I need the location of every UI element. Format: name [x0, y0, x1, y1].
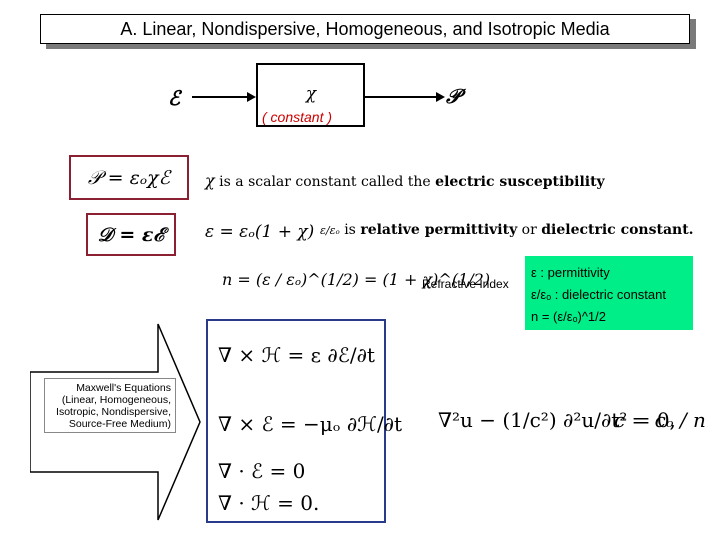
relative-note-term1: relative permittivity [360, 222, 518, 238]
input-field-symbol: ℰ [168, 88, 181, 110]
susceptibility-symbol: χ [305, 84, 317, 104]
displacement-formula-box: 𝒟 = εℰ [86, 213, 176, 256]
note-line-dielectric: ε/εₒ : dielectric constant [531, 287, 666, 302]
maxwell-eq-faraday: ∇ × ℰ = −μₒ ∂ℋ/∂t [218, 412, 403, 436]
permittivity-note-box: ε : permittivity ε/εₒ : dielectric const… [525, 256, 693, 330]
relative-note-term2: dielectric constant. [541, 222, 694, 238]
maxwell-label-line1: Maxwell's Equations [76, 382, 171, 394]
slide-title-box: A. Linear, Nondispersive, Homogeneous, a… [40, 14, 690, 44]
note-line-index: n = (ε/εₒ)^1/2 [531, 309, 606, 324]
relative-note-or: or [521, 222, 537, 238]
refractive-index-label: Refractive Index [422, 277, 509, 291]
wave-speed-formula: c = cₒ / n [614, 408, 706, 432]
note-line-permittivity: ε : permittivity [531, 265, 610, 280]
relative-permittivity-note: ε/εₒ is relative permittivity or dielect… [320, 222, 694, 238]
susceptibility-note: χ is a scalar constant called the electr… [205, 171, 605, 190]
polarization-formula-box: 𝒫 = εₒχℰ [69, 155, 189, 200]
input-arrow-line [192, 96, 248, 98]
maxwell-eq-ampere: ∇ × ℋ = ε ∂ℰ/∂t [218, 343, 375, 367]
displacement-formula: 𝒟 = εℰ [97, 223, 165, 246]
maxwell-eq-gauss-h: ∇ · ℋ = 0. [218, 491, 320, 515]
slide-title: A. Linear, Nondispersive, Homogeneous, a… [120, 18, 610, 39]
output-field-symbol: 𝒫 [446, 86, 461, 108]
polarization-formula: 𝒫 = εₒχℰ [87, 166, 171, 189]
output-arrow-line [365, 96, 437, 98]
maxwell-label-line4: Source-Free Medium) [68, 418, 171, 430]
constant-label: ( constant ) [262, 109, 333, 125]
relative-note-is: is [344, 222, 356, 238]
input-arrow-head [247, 92, 256, 102]
maxwell-label-box: Maxwell's Equations (Linear, Homogeneous… [44, 378, 176, 433]
maxwell-eq-gauss-e: ∇ · ℰ = 0 [218, 459, 306, 483]
wave-equation: ∇²u − (1/c²) ∂²u/∂t² = 0, [438, 408, 676, 432]
system-box [256, 63, 365, 127]
susceptibility-note-term: electric susceptibility [435, 174, 605, 190]
susceptibility-note-text: is a scalar constant called the [219, 174, 431, 190]
refractive-index-formula: n = (ε / εₒ)^(1/2) = (1 + χ)^(1/2) [222, 270, 491, 289]
maxwell-label-line3: Isotropic, Nondispersive, [56, 406, 171, 418]
permittivity-formula: ε = εₒ(1 + χ) [205, 222, 315, 242]
maxwell-label-line2: (Linear, Homogeneous, [61, 394, 171, 406]
maxwell-equations-frame [206, 319, 386, 523]
relative-note-symbol: ε/εₒ [320, 224, 340, 237]
susceptibility-note-symbol: χ [205, 171, 215, 190]
output-arrow-head [436, 92, 445, 102]
